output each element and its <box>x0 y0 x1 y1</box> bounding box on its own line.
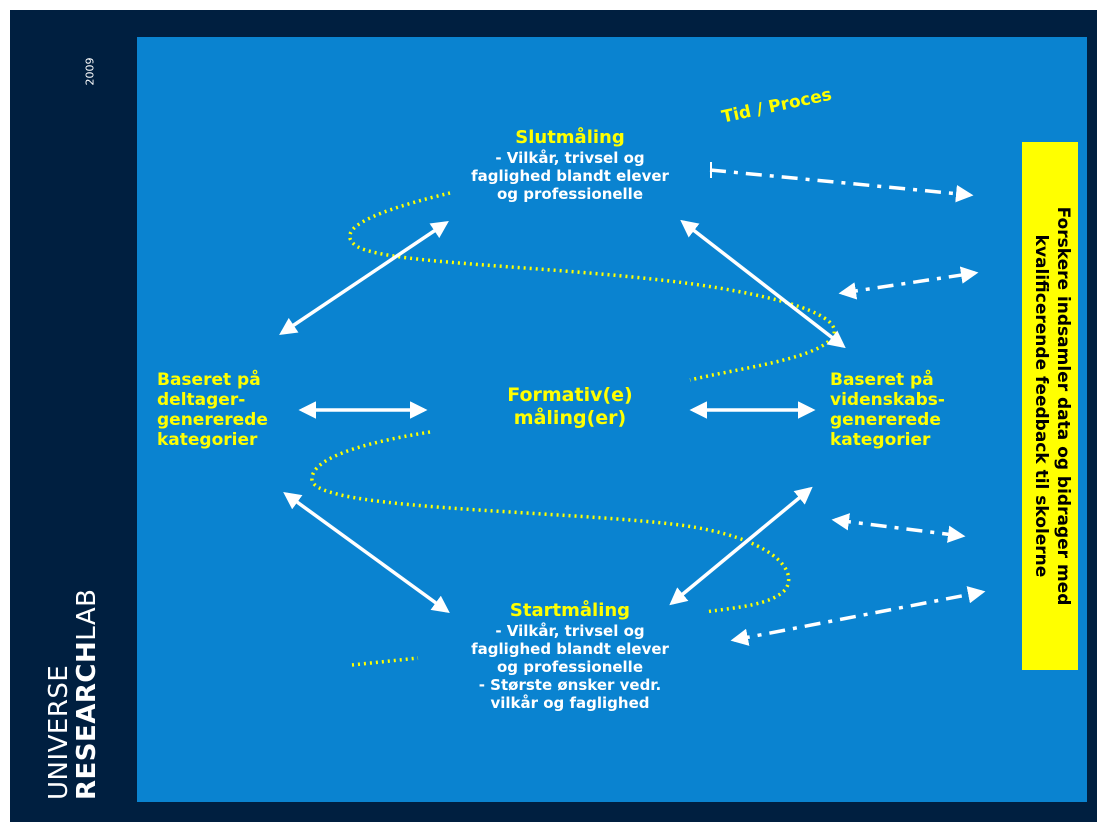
right-line-3: genererede <box>830 410 941 430</box>
start-line-2: faglighed blandt elever <box>471 640 669 658</box>
node-right-science: Baseret på videnskabs- genererede katego… <box>830 370 945 450</box>
start-line-5: vilkår og faglighed <box>490 694 650 712</box>
node-formativ: Formativ(e) måling(er) <box>470 384 670 430</box>
dashdot-arrow-2 <box>838 266 979 300</box>
slut-line-2: faglighed blandt elever <box>471 167 669 185</box>
slut-line-1: - Vilkår, trivsel og <box>495 149 645 167</box>
right-line-4: kategorier <box>830 430 931 450</box>
arrow-start-to-right <box>669 486 813 606</box>
node-startmaaling: Startmåling - Vilkår, trivsel og fagligh… <box>420 600 720 712</box>
process-curve-3 <box>351 656 419 667</box>
dashdot-arrow-1 <box>709 168 974 203</box>
arrow-left-to-start <box>283 491 450 614</box>
arrow-left-to-slut <box>279 221 449 335</box>
slut-line-3: og professionelle <box>496 185 643 203</box>
diagram-panel <box>137 37 1087 802</box>
formativ-line-1: Formativ(e) <box>507 384 633 406</box>
researcher-line-1: Forskere indsamler data og bidrager med <box>1053 206 1073 606</box>
process-curve-2 <box>310 430 791 614</box>
slut-title: Slutmåling <box>515 127 625 148</box>
start-line-3: og professionelle <box>496 658 643 676</box>
start-line-4: - Største ønsker vedr. <box>478 676 662 694</box>
left-line-2: deltager- <box>157 390 246 410</box>
arrow-slut-to-right <box>680 219 846 349</box>
left-line-1: Baseret på <box>157 370 261 390</box>
formativ-line-2: måling(er) <box>513 407 627 429</box>
node-slutmaaling: Slutmåling - Vilkår, trivsel og faglighe… <box>420 127 720 203</box>
left-line-3: genererede <box>157 410 268 430</box>
dashdot-arrow-3 <box>831 513 966 543</box>
start-title: Startmåling <box>509 600 631 621</box>
process-curve-1 <box>348 191 837 382</box>
start-line-1: - Vilkår, trivsel og <box>495 622 645 640</box>
researcher-box-text: Forskere indsamler data og bidrager med … <box>1022 142 1078 670</box>
right-line-2: videnskabs- <box>830 390 945 410</box>
node-left-participant: Baseret på deltager- genererede kategori… <box>157 370 268 450</box>
right-line-1: Baseret på <box>830 370 934 390</box>
researcher-box <box>1022 142 1078 670</box>
researcher-line-2: kvalificerende feedback til skolerne <box>1031 234 1051 578</box>
left-line-4: kategorier <box>157 430 258 450</box>
dashdot-arrow-4 <box>730 586 986 646</box>
